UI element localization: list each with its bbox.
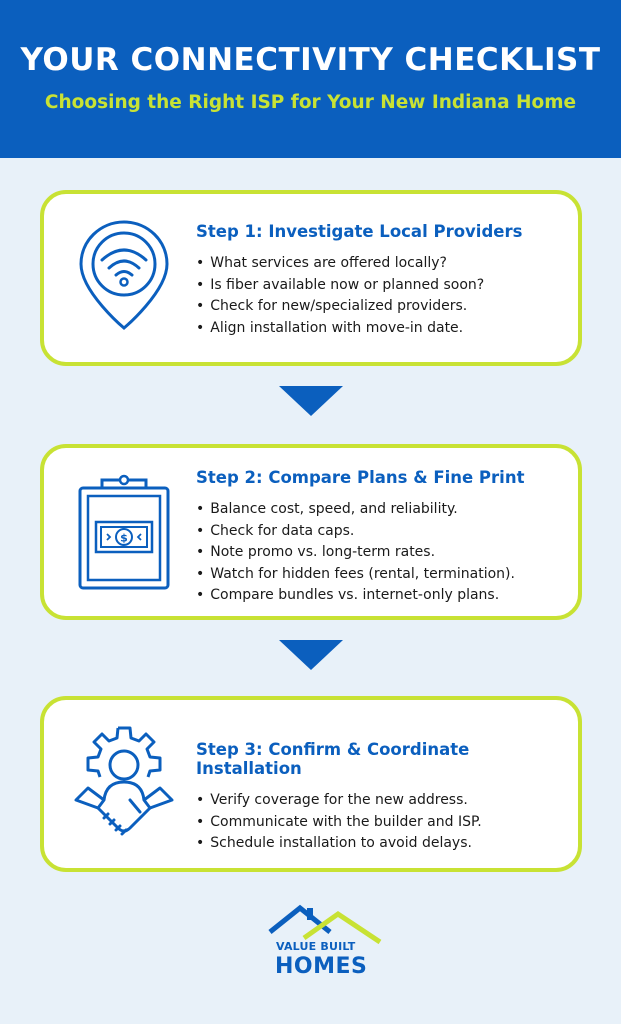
header-banner: YOUR CONNECTIVITY CHECKLIST Choosing the… bbox=[0, 0, 621, 158]
step-1-list: What services are offered locally? Is fi… bbox=[196, 253, 562, 339]
value-built-homes-logo: VALUE BUILT HOMES bbox=[260, 902, 384, 984]
step-1-card: Step 1: Investigate Local Providers What… bbox=[40, 190, 582, 366]
list-item: Compare bundles vs. internet-only plans. bbox=[196, 585, 562, 607]
clipboard-money-icon: $ bbox=[74, 474, 174, 594]
step-1-title: Step 1: Investigate Local Providers bbox=[196, 222, 523, 241]
gear-handshake-icon bbox=[74, 722, 174, 842]
step-2-list: Balance cost, speed, and reliability. Ch… bbox=[196, 499, 562, 607]
logo-line-1: VALUE BUILT bbox=[276, 940, 356, 953]
list-item: What services are offered locally? bbox=[196, 253, 562, 275]
down-arrow-icon bbox=[279, 386, 343, 416]
step-3-card: Step 3: Confirm & Coordinate Installatio… bbox=[40, 696, 582, 872]
list-item: Check for new/specialized providers. bbox=[196, 296, 562, 318]
step-2-card: $ Step 2: Compare Plans & Fine Print Bal… bbox=[40, 444, 582, 620]
step-3-title: Step 3: Confirm & Coordinate Installatio… bbox=[196, 740, 470, 778]
wifi-location-pin-icon bbox=[74, 216, 174, 336]
list-item: Communicate with the builder and ISP. bbox=[196, 812, 562, 834]
list-item: Is fiber available now or planned soon? bbox=[196, 275, 562, 297]
list-item: Align installation with move-in date. bbox=[196, 318, 562, 340]
list-item: Balance cost, speed, and reliability. bbox=[196, 499, 562, 521]
logo-line-2: HOMES bbox=[275, 954, 368, 979]
page-subtitle: Choosing the Right ISP for Your New Indi… bbox=[44, 92, 577, 113]
list-item: Note promo vs. long-term rates. bbox=[196, 542, 562, 564]
list-item: Watch for hidden fees (rental, terminati… bbox=[196, 564, 562, 586]
list-item: Check for data caps. bbox=[196, 521, 562, 543]
list-item: Verify coverage for the new address. bbox=[196, 790, 562, 812]
list-item: Schedule installation to avoid delays. bbox=[196, 833, 562, 855]
svg-text:$: $ bbox=[120, 532, 128, 545]
step-2-title: Step 2: Compare Plans & Fine Print bbox=[196, 468, 525, 487]
down-arrow-icon bbox=[279, 640, 343, 670]
step-3-list: Verify coverage for the new address. Com… bbox=[196, 790, 562, 855]
page-title: YOUR CONNECTIVITY CHECKLIST bbox=[20, 42, 601, 78]
